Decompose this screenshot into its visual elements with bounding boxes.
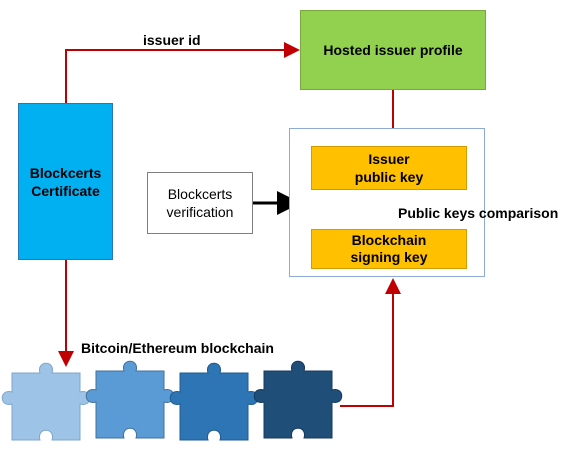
- blockchain-puzzle: [1, 360, 343, 441]
- puzzle-piece-icon: [1, 362, 91, 441]
- issuer-id-label: issuer id: [143, 32, 201, 48]
- puzzle-piece-icon: [169, 362, 259, 441]
- issuer-public-key-box: Issuer public key: [311, 146, 467, 190]
- public-keys-comparison-label: Public keys comparison: [398, 205, 559, 221]
- signing-key-label: Blockchain signing key: [350, 232, 428, 265]
- puzzle-piece-icon: [253, 360, 343, 439]
- issuer-profile-label: Hosted issuer profile: [323, 42, 463, 58]
- verification-label: Blockcerts verification: [166, 186, 234, 220]
- issuer-key-label: Issuer public key: [354, 151, 424, 185]
- certificate-label: Blockcerts Certificate: [29, 164, 102, 199]
- puzzle-piece-icon: [85, 360, 175, 439]
- blockchain-label: Bitcoin/Ethereum blockchain: [81, 340, 274, 356]
- arrow-issuer-id: [65, 42, 300, 103]
- blockcerts-verification-box: Blockcerts verification: [147, 172, 253, 234]
- hosted-issuer-profile-box: Hosted issuer profile: [300, 10, 486, 90]
- blockchain-signing-key-box: Blockchain signing key: [311, 229, 467, 269]
- blockcerts-certificate-box: Blockcerts Certificate: [18, 103, 113, 260]
- arrow-blockchain-to-signing-key: [340, 278, 401, 407]
